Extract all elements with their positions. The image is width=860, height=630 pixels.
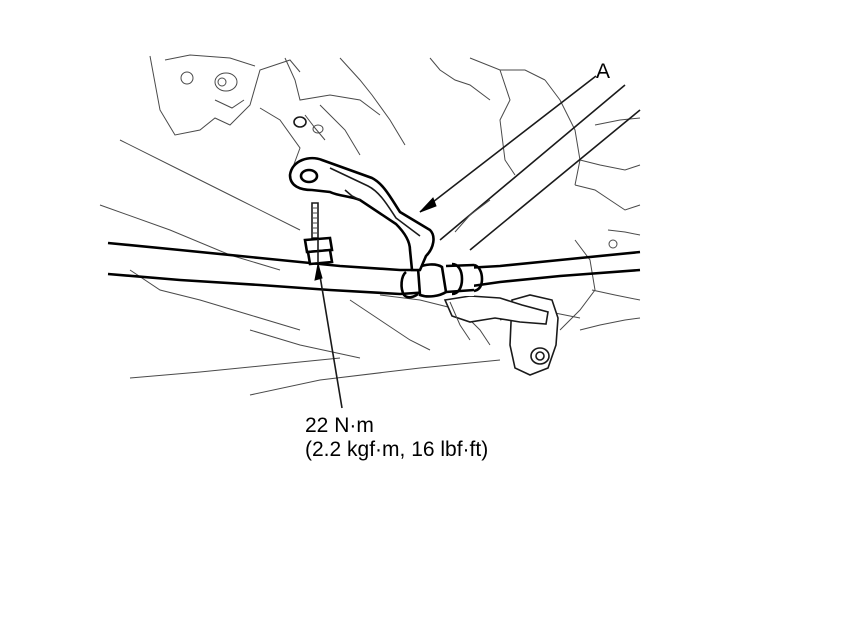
callout-label-a: A — [596, 60, 611, 83]
torque-specification: 22 N·m (2.2 kgf·m, 16 lbf·ft) — [305, 414, 488, 462]
stabilizer-bushing — [400, 262, 484, 299]
chassis-background — [99, 54, 641, 396]
torque-value-metric: 22 N·m — [305, 414, 374, 437]
stabilizer-bar — [107, 241, 641, 296]
leader-lines — [314, 75, 597, 409]
torque-value-alternate-units: (2.2 kgf·m, 16 lbf·ft) — [305, 438, 489, 461]
bracket-arm-a — [288, 156, 435, 272]
mounting-bolt — [303, 202, 334, 266]
